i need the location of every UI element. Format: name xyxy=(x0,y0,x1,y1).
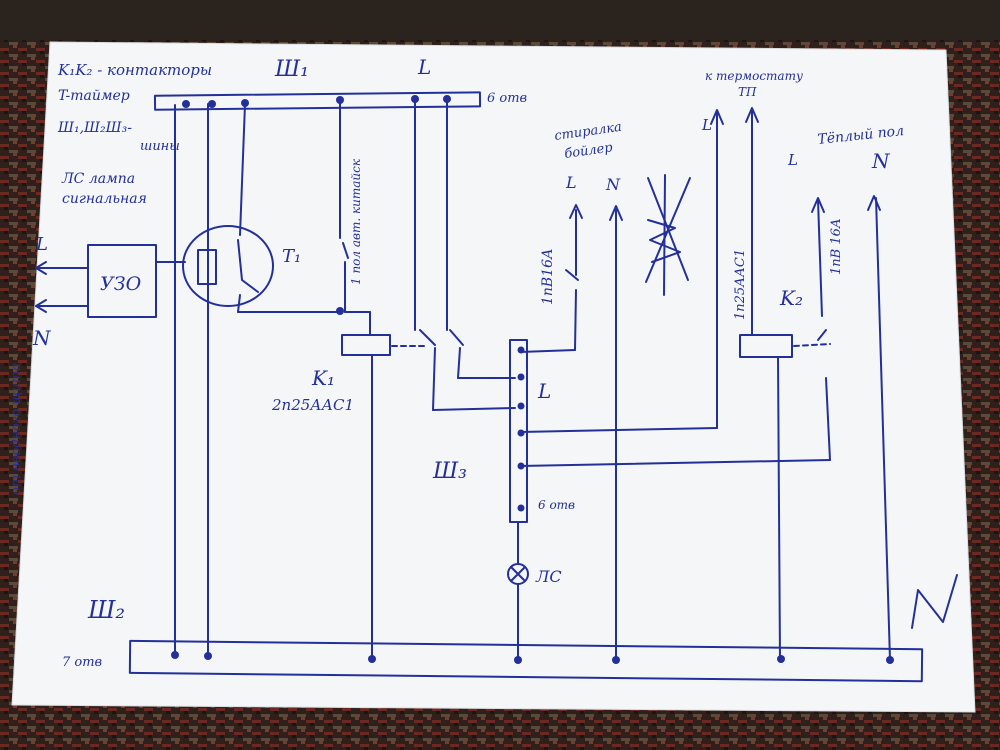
k1-label: K₁ xyxy=(311,366,335,390)
big-n-mark xyxy=(911,574,958,629)
input-n-label: N xyxy=(32,326,52,350)
legend-buses: Ш₁,Ш₂Ш₃- xyxy=(57,120,132,136)
bus2-bar xyxy=(128,639,924,683)
input-source-note: от вводного щита xyxy=(9,363,24,495)
uzo-label: УЗО xyxy=(100,273,142,295)
big-n-label: N xyxy=(0,0,1,1)
bus3-label: Ш₃ xyxy=(432,459,467,484)
bus3-holes: 6 отв xyxy=(538,498,575,512)
bus2-holes: 7 отв xyxy=(62,655,102,670)
bus1-label: Ш₁ xyxy=(274,57,309,82)
thermostat-label: к термостату xyxy=(705,69,803,83)
crossed-out-mark xyxy=(645,174,691,296)
warm-floor-n-label: N xyxy=(871,149,891,173)
legend-contactors: K₁K₂ - контакторы xyxy=(57,61,212,79)
k2-model: 1п25ААС1 xyxy=(733,249,748,320)
k1-model: 2п25ААС1 xyxy=(271,396,354,414)
breaker3-label: 1пВ 16А xyxy=(829,218,844,275)
breaker1-label: 1 пол авт. китайск xyxy=(349,158,363,285)
thermostat-l-label: L xyxy=(701,116,712,134)
bus1-bar xyxy=(153,91,482,111)
timer-label: T₁ xyxy=(282,246,301,267)
bus2-label: Ш₂ xyxy=(87,596,125,624)
boiler-label: бойлер xyxy=(563,140,614,162)
bus1-holes: 6 отв xyxy=(487,91,527,106)
legend-lamp: ЛС лампа xyxy=(61,171,135,187)
washer-l-label: L xyxy=(565,173,577,192)
bus1-l-label: L xyxy=(417,55,431,79)
thermostat-tp-label: ТП xyxy=(738,85,757,99)
lamp-label: ЛС xyxy=(535,567,562,586)
washer-n-label: N xyxy=(605,175,621,194)
k2-label: K₂ xyxy=(779,286,803,310)
legend-timer: T-таймер xyxy=(58,88,130,104)
legend-lamp-2: сигнальная xyxy=(62,191,147,207)
legend-buses-2: шины xyxy=(140,139,180,154)
timer-t1 xyxy=(182,225,274,307)
k1-coil xyxy=(341,334,391,356)
input-l-label: L xyxy=(35,234,48,255)
bus3-l-label: L xyxy=(537,379,551,403)
terminal-dots xyxy=(171,95,894,664)
k2-coil xyxy=(739,334,793,358)
uzo-box xyxy=(87,244,157,318)
breaker2-label: 1пВ16А xyxy=(540,248,556,305)
warm-floor-l-label: L xyxy=(787,151,798,169)
